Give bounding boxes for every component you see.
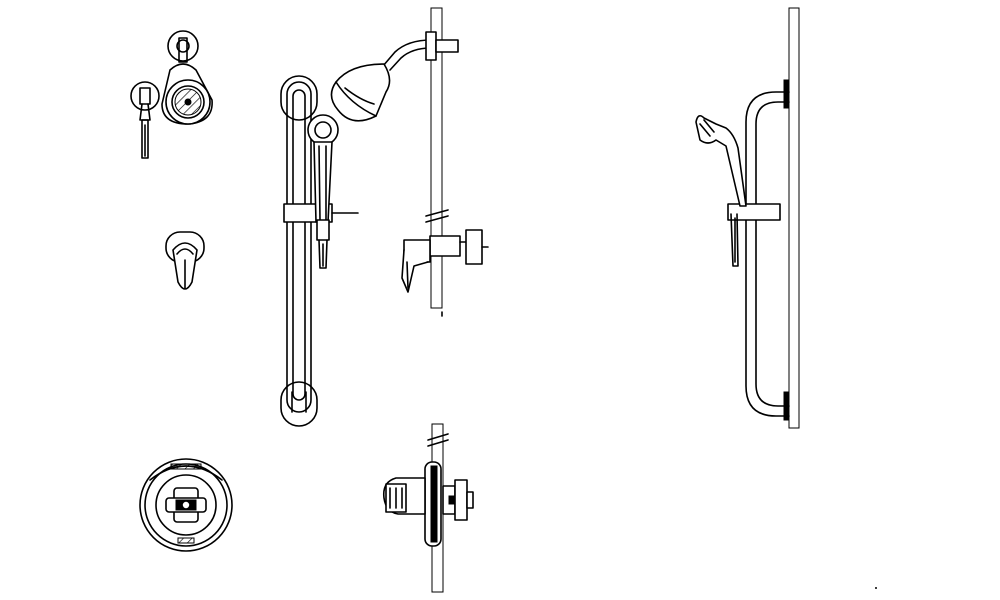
trim-plate-front-view: [139, 458, 233, 552]
wall-section-side-view: [330, 7, 489, 317]
valve-body-side-view: [382, 423, 474, 593]
slide-bar-system-side-view: [695, 7, 800, 429]
diverter-valve-front-view: [165, 231, 205, 290]
showerhead-front-view: [130, 30, 213, 159]
slide-bar-system-front-view: [280, 75, 359, 427]
stray-mark: [875, 587, 877, 589]
